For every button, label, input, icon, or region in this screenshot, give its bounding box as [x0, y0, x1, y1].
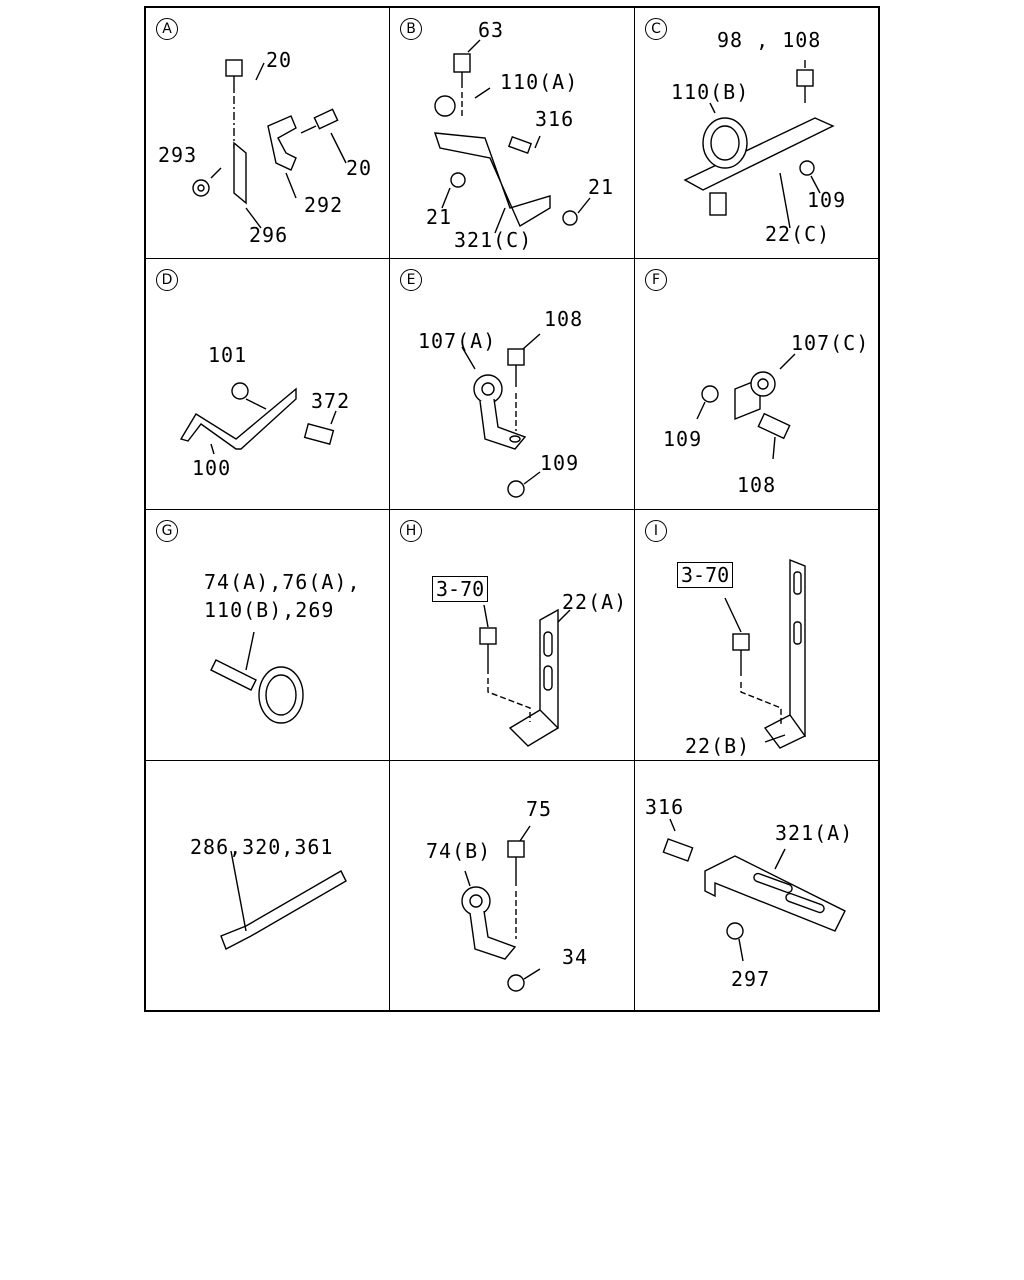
panel-marker: B	[400, 18, 422, 40]
clip-f-drawing	[696, 353, 796, 460]
part-number-label: 98 , 108	[717, 28, 822, 52]
panel-f: F 107(C) 109 108	[635, 259, 880, 509]
part-number-label: 296	[249, 223, 289, 247]
part-number-label: 108	[544, 307, 584, 331]
grid-divider	[146, 760, 878, 761]
panel-c: C 98 , 108 110(B) 109 22(C)	[635, 8, 880, 258]
part-number-label: 21	[588, 175, 615, 199]
bracket-i-drawing	[724, 558, 807, 749]
part-number-label: 20	[266, 48, 293, 72]
grid-divider	[146, 509, 878, 510]
part-number-label: 109	[663, 427, 703, 451]
part-number-label: 20	[346, 156, 373, 180]
panel-a: A 20 20 293 292 296	[146, 8, 389, 258]
parts-diagram-grid: A 20 20 293 292 296 B	[144, 6, 880, 1012]
part-number-label: 22(C)	[765, 222, 831, 246]
clip-k-drawing	[461, 825, 541, 992]
bracket-assembly-a-drawing	[192, 59, 347, 229]
panel-marker: A	[156, 18, 178, 40]
bracket-h-drawing	[479, 604, 571, 747]
clamp-assembly-c-drawing	[683, 60, 835, 229]
part-number-label: 372	[311, 389, 351, 413]
part-number-label: 22(A)	[562, 590, 628, 614]
panel-l: 316 321(A) 297	[635, 761, 880, 1012]
panel-d: D 101 372 100	[146, 259, 389, 509]
panel-marker: E	[400, 269, 422, 291]
reference-box: 3-70	[677, 562, 734, 588]
panel-e: E 107(A) 108 109	[390, 259, 634, 509]
reference-box: 3-70	[432, 576, 489, 602]
part-number-label: 100	[192, 456, 232, 480]
part-number-label: 292	[304, 193, 344, 217]
panel-marker: F	[645, 269, 667, 291]
panel-b: B 63 110(A) 316 21 21 321(C)	[390, 8, 634, 258]
part-number-label: 63	[478, 18, 505, 42]
part-number-label: 75	[526, 797, 553, 821]
part-number-label: 74(A),76(A),	[204, 570, 361, 594]
grid-divider	[146, 258, 878, 259]
part-number-label: 34	[562, 945, 589, 969]
panel-marker: D	[156, 269, 178, 291]
part-number-label: 22(B)	[685, 734, 751, 758]
panel-g: G 74(A),76(A), 110(B),269	[146, 510, 389, 760]
clip-e-drawing	[461, 333, 541, 498]
part-number-label: 321(A)	[775, 821, 854, 845]
part-number-label: 316	[535, 107, 575, 131]
part-number-label: 109	[807, 188, 847, 212]
part-number-label: 74(B)	[426, 839, 492, 863]
bracket-assembly-b-drawing	[433, 39, 591, 234]
part-number-label: 108	[737, 473, 777, 497]
part-number-label: 110(B)	[671, 80, 750, 104]
band-clamp-g-drawing	[210, 631, 304, 724]
part-number-label: 286,320,361	[190, 835, 334, 859]
panel-marker: G	[156, 520, 178, 542]
cable-tie-j-drawing	[220, 850, 347, 950]
panel-k: 75 74(B) 34	[390, 761, 634, 1012]
part-number-label: 321(C)	[454, 228, 533, 252]
part-number-label: 109	[540, 451, 580, 475]
panel-marker: C	[645, 18, 667, 40]
panel-h: H 3-70 22(A)	[390, 510, 634, 760]
panel-marker: H	[400, 520, 422, 542]
part-number-label: 110(A)	[500, 70, 579, 94]
panel-marker: I	[645, 520, 667, 542]
part-number-label: 107(C)	[791, 331, 870, 355]
part-number-label: 293	[158, 143, 198, 167]
bracket-l-drawing	[662, 818, 846, 962]
part-number-label: 110(B),269	[204, 598, 335, 622]
part-number-label: 21	[426, 205, 453, 229]
panel-j: 286,320,361	[146, 761, 389, 1012]
bracket-d-drawing	[179, 382, 337, 455]
part-number-label: 316	[645, 795, 685, 819]
part-number-label: 107(A)	[418, 329, 497, 353]
part-number-label: 101	[208, 343, 248, 367]
panel-i: I 3-70 22(B)	[635, 510, 880, 760]
part-number-label: 297	[731, 967, 771, 991]
